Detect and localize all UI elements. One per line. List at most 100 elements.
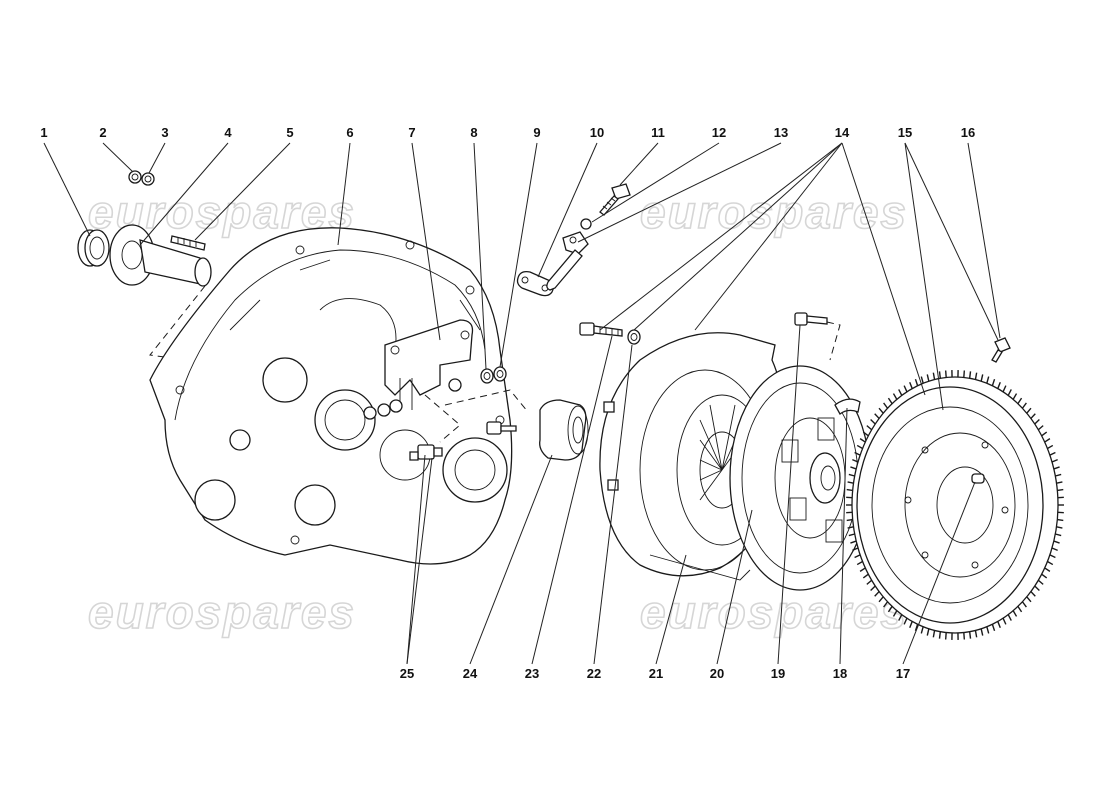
callout-7: 7 [408, 125, 415, 140]
part-19-bolt [794, 312, 828, 326]
callout-21: 21 [649, 666, 663, 681]
ring-gear-tooth [1053, 466, 1060, 470]
part-17-dowel [971, 473, 985, 484]
ring-gear-tooth [850, 540, 857, 544]
ring-gear-tooth [909, 621, 913, 629]
watermark-bottom-right: eurospares [640, 586, 908, 638]
ring-gear-tooth [866, 579, 873, 585]
ring-gear-tooth [878, 596, 884, 603]
ring-gear-tooth [914, 624, 919, 632]
part-24-release-bearing [539, 399, 589, 461]
ring-gear-tooth [1021, 402, 1027, 409]
ring-gear-tooth [1034, 419, 1040, 425]
ring-gear-tooth [1047, 560, 1054, 566]
ring-gear-tooth [866, 425, 873, 431]
ring-gear-tooth [963, 632, 966, 640]
ring-gear-tooth [887, 605, 893, 613]
callout-15: 15 [898, 125, 912, 140]
part-22-washer [627, 329, 641, 345]
ring-gear-tooth [980, 374, 984, 382]
ring-gear-tooth [968, 371, 972, 379]
ring-gear-tooth [986, 376, 990, 384]
ring-gear-tooth [926, 374, 930, 382]
ring-gear-tooth [903, 617, 908, 625]
part-16-bolt [991, 337, 1011, 363]
ring-gear-tooth [859, 438, 866, 443]
ring-gear-tooth [914, 378, 919, 386]
ring-gear-tooth [854, 554, 861, 559]
callout-4: 4 [224, 125, 232, 140]
ring-gear-tooth [898, 389, 903, 396]
ring-gear-tooth [1044, 438, 1051, 443]
ring-gear-tooth [883, 601, 889, 608]
callout-6: 6 [346, 125, 353, 140]
ring-gear-tooth [1037, 425, 1044, 431]
ring-gear-tooth [874, 591, 880, 597]
part-6-bell-housing [149, 227, 513, 565]
ring-gear-tooth [1007, 389, 1012, 396]
ring-gear-tooth [1053, 540, 1060, 544]
part-15-ring-teeth [846, 370, 1064, 640]
ring-gear-tooth [862, 573, 869, 579]
ring-gear-tooth [1002, 385, 1007, 393]
ring-gear-tooth [848, 473, 855, 477]
ring-gear-tooth [1051, 547, 1058, 552]
ring-gear-tooth [1056, 526, 1063, 529]
ring-gear-tooth [997, 621, 1001, 629]
ring-gear-tooth [991, 624, 996, 632]
ring-gear-tooth [1017, 397, 1023, 405]
callout-22: 22 [587, 666, 601, 681]
callout-18: 18 [833, 666, 847, 681]
ring-gear-tooth [848, 533, 855, 537]
part-15-flywheel [851, 376, 1059, 634]
ring-gear-tooth [944, 370, 947, 378]
part-20-clutch-disc [729, 365, 871, 591]
callout-11: 11 [651, 125, 665, 140]
ring-gear-tooth [986, 626, 990, 634]
part-2-nut [128, 170, 142, 184]
ring-gear-tooth [974, 630, 978, 638]
part-7-bracket [384, 319, 474, 410]
ring-gear-tooth [1030, 413, 1036, 419]
ring-gear-tooth [854, 451, 861, 456]
ring-gear-tooth [852, 458, 859, 463]
ring-gear-tooth [1049, 451, 1056, 456]
part-5-stud [170, 235, 206, 251]
ring-gear-tooth [892, 393, 898, 400]
ring-gear-tooth [1049, 554, 1056, 559]
watermark-bottom-left: eurospares [88, 586, 356, 638]
ring-gear-tooth [846, 488, 853, 492]
ring-gear-tooth [898, 614, 903, 621]
callout-8: 8 [470, 125, 477, 140]
watermark-top-right: eurospares [640, 186, 908, 238]
part-13-sensor [546, 231, 589, 291]
ring-gear-tooth [938, 631, 942, 639]
ring-gear-tooth [856, 560, 863, 566]
ring-gear-tooth [1055, 473, 1062, 477]
callout-13: 13 [774, 125, 788, 140]
callout-24: 24 [463, 666, 478, 681]
housing-fasteners [363, 378, 462, 420]
ring-gear-tooth [870, 419, 876, 425]
ring-gear-tooth [852, 547, 859, 552]
ring-gear-tooth [1026, 407, 1032, 414]
callout-25: 25 [400, 666, 414, 681]
ring-gear-tooth [1034, 585, 1040, 591]
callout-14: 14 [835, 125, 850, 140]
ring-gear-tooth [1056, 481, 1063, 484]
ring-gear-tooth [903, 385, 908, 393]
ring-gear-tooth [932, 372, 936, 380]
ring-gear-tooth [847, 481, 854, 484]
callout-5: 5 [286, 125, 293, 140]
ring-gear-tooth [850, 466, 857, 470]
ring-gear-tooth [1044, 567, 1051, 572]
callout-10: 10 [590, 125, 604, 140]
callout-1: 1 [40, 125, 47, 140]
callout-labels: 1 2 3 4 5 6 7 8 9 10 11 12 13 14 15 16 1… [40, 125, 975, 681]
ring-gear-tooth [997, 381, 1001, 389]
ring-gear-tooth [1041, 431, 1048, 437]
callout-17: 17 [896, 666, 910, 681]
ring-gear-tooth [870, 585, 876, 591]
ring-gear-tooth [1002, 617, 1007, 625]
